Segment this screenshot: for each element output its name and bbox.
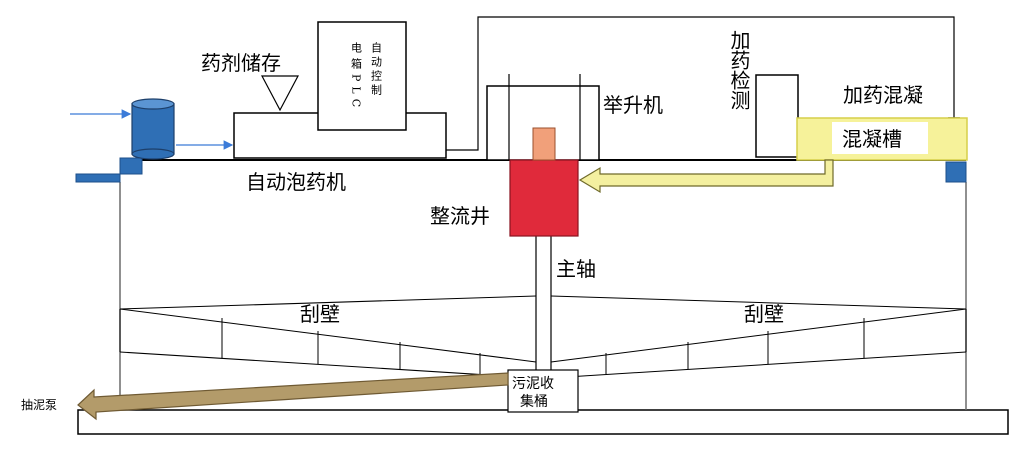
label-main-shaft: 主轴 [556, 257, 596, 281]
scraper-left [119, 295, 537, 379]
shaft-cap [532, 127, 556, 161]
raw-tank [131, 98, 175, 160]
rectifier-well [509, 159, 579, 237]
label-scraper-left: 刮壁 [300, 302, 340, 326]
label-lifter: 举升机 [603, 93, 663, 117]
label-coagulation-tank: 混凝槽 [842, 127, 902, 151]
sludge-bucket [507, 369, 579, 413]
label-dosing-detection: 加药检测 [727, 30, 751, 110]
label-control-col1: 电箱PLC [350, 42, 363, 112]
label-dosing-coagulation: 加药混凝 [843, 83, 923, 107]
label-sludge-pump: 抽泥泵 [21, 398, 57, 412]
outlet-fitting-right [945, 161, 967, 183]
plc-control-box [317, 21, 407, 131]
coagulation-flow-arrow [578, 159, 834, 194]
overhead-dosing-pipe [446, 16, 960, 151]
label-auto-dosing-machine: 自动泡药机 [246, 170, 346, 194]
dosing-detection-box [755, 74, 799, 158]
scraper-right [550, 295, 967, 379]
label-control-col2: 自动控制 [370, 42, 383, 98]
storage-funnel [261, 75, 299, 112]
base-slab [77, 409, 1009, 435]
label-chemical-storage: 药剂储存 [201, 51, 281, 75]
coagulation-label-plate [832, 122, 928, 154]
label-sludge-bucket-2: 集桶 [520, 393, 548, 410]
label-sludge-bucket-1: 污泥收 [512, 376, 554, 392]
label-rectifier-well: 整流井 [430, 204, 490, 228]
sludge-pipe-arrow [77, 372, 509, 421]
label-scraper-right: 刮壁 [744, 302, 784, 326]
main-shaft [535, 234, 552, 376]
inlet-fitting-left [75, 157, 143, 183]
